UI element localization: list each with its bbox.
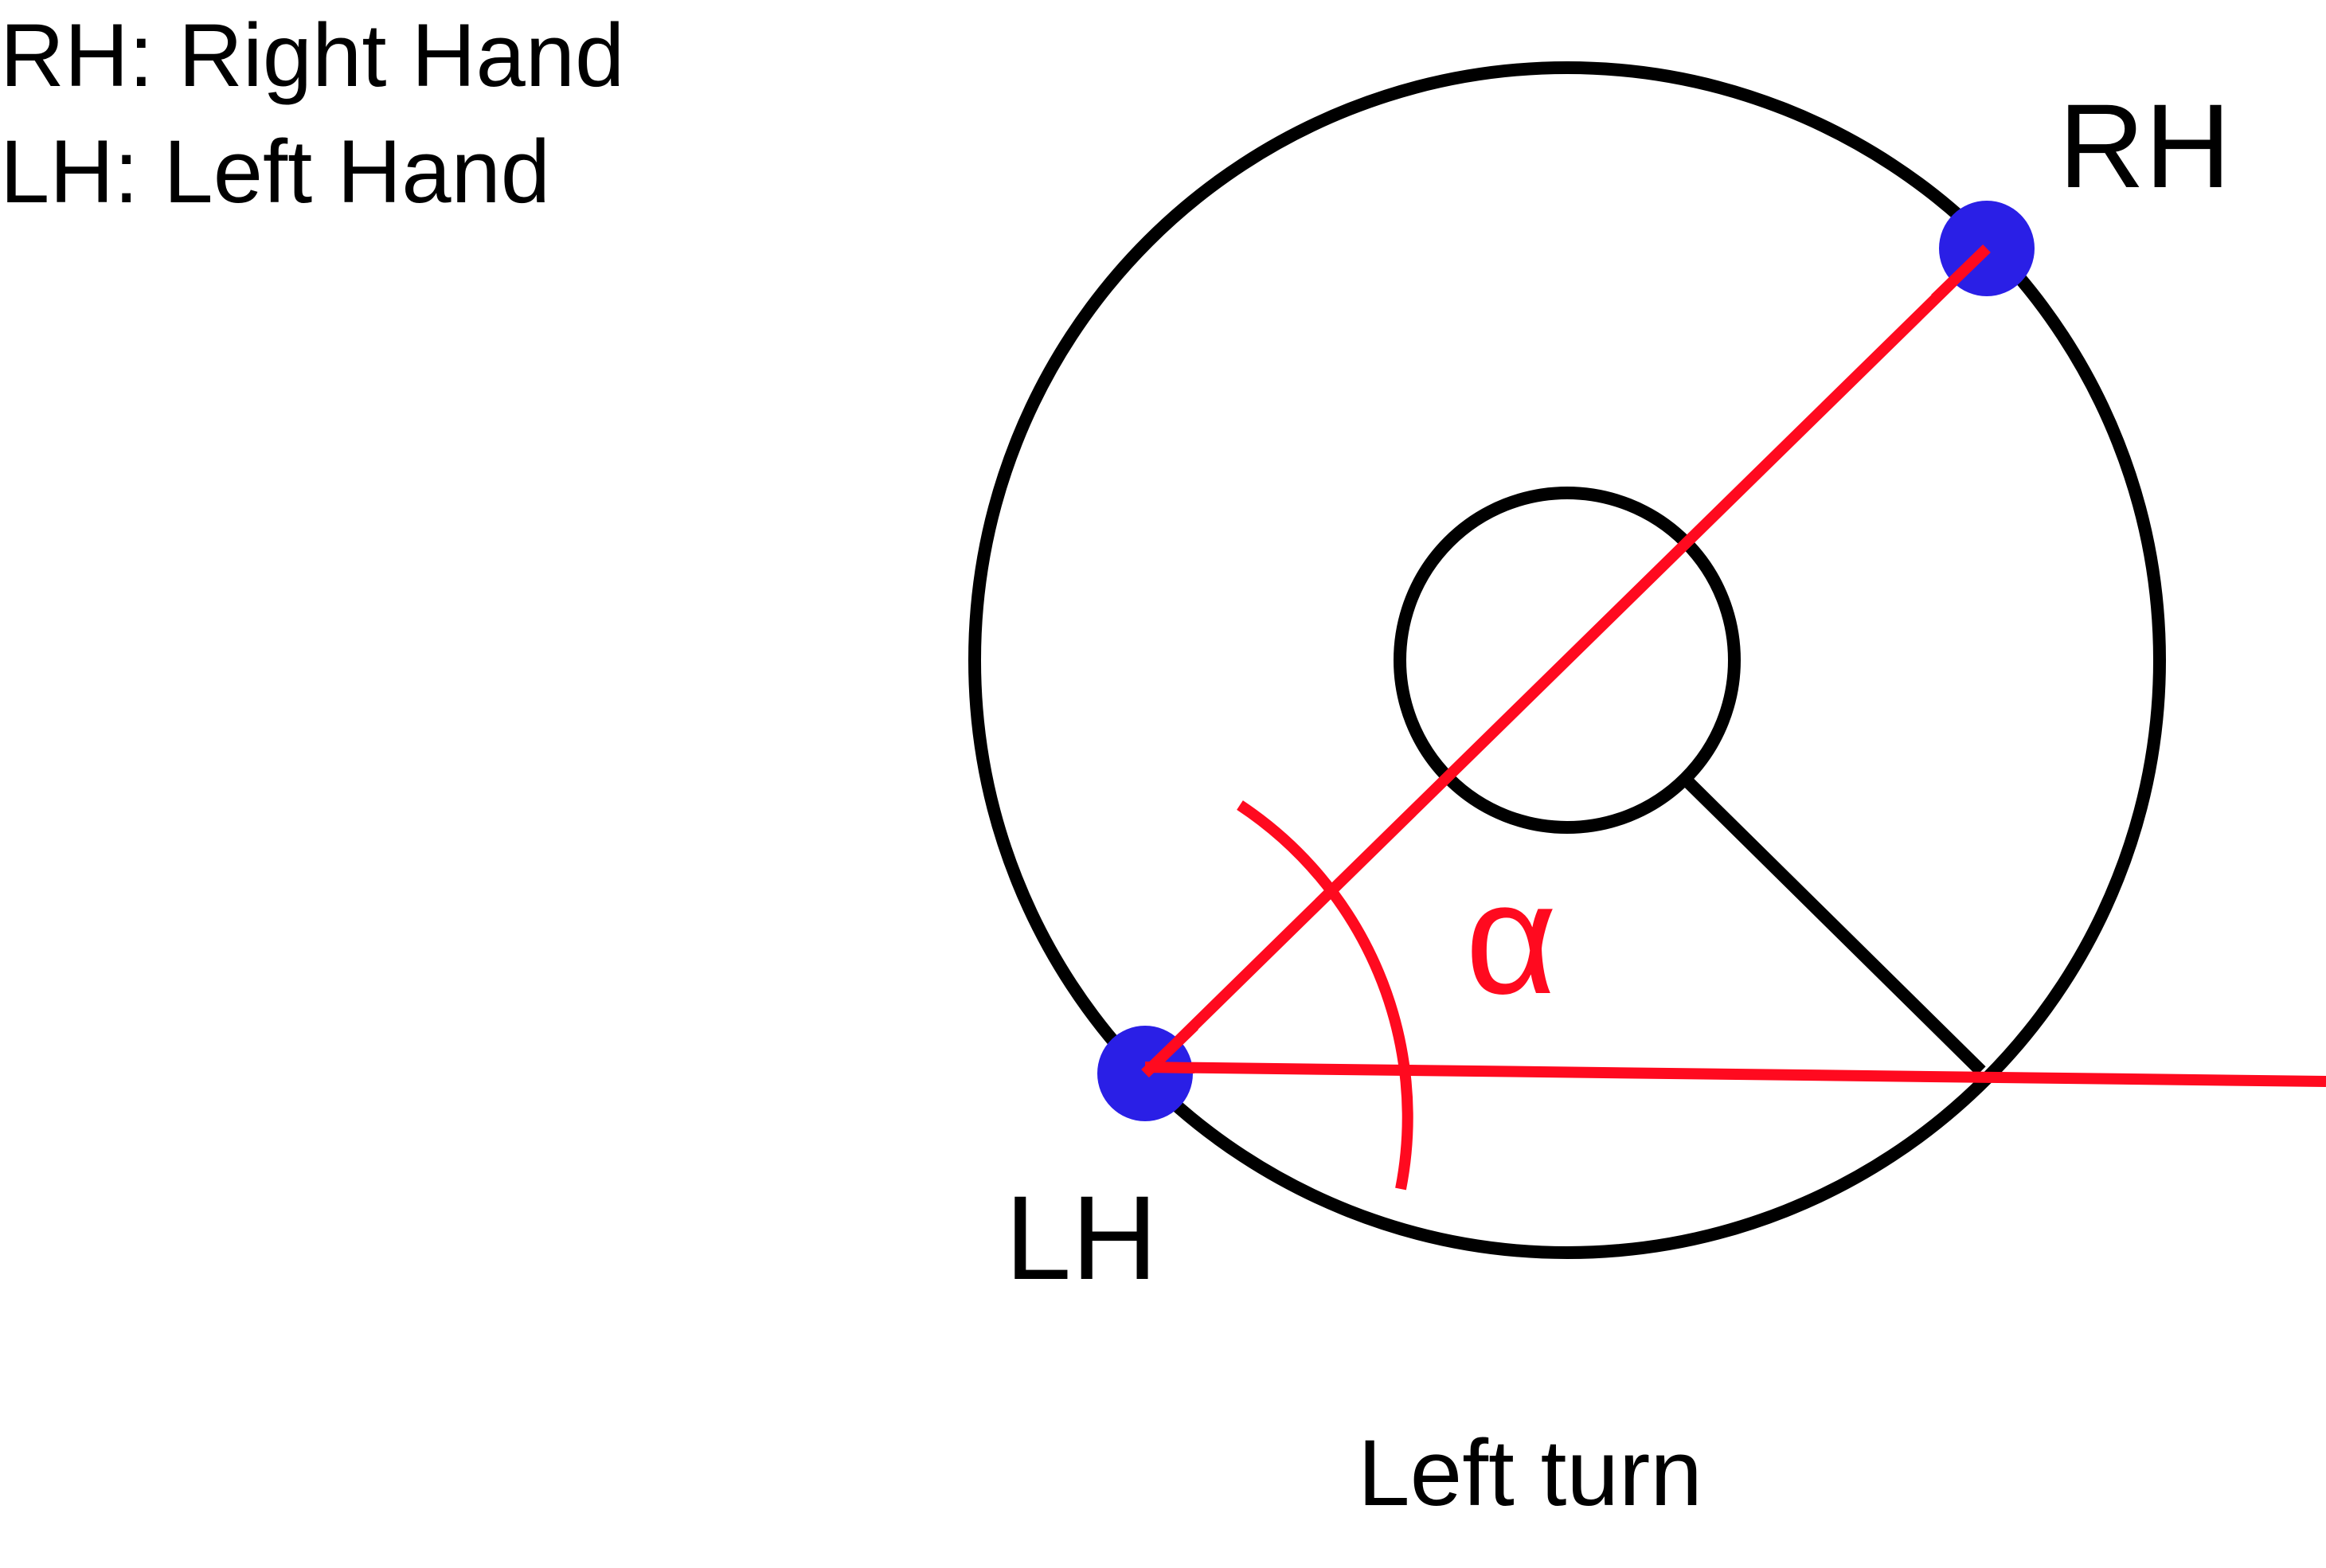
inner-hub — [1394, 487, 1741, 834]
wheel-spoke — [1682, 776, 1986, 1076]
legend-left-hand: LH: Left Hand — [0, 122, 550, 221]
reference-line — [1144, 1062, 2326, 1087]
lh-label: LH — [1005, 1171, 1158, 1304]
rh-label: RH — [2058, 79, 2231, 213]
hands-connecting-line — [1141, 244, 1991, 1077]
alpha-label: α — [1465, 850, 1558, 1027]
angle-arc — [1237, 800, 1413, 1191]
outer-wheel-rim — [968, 61, 2166, 1259]
caption: Left turn — [1358, 1421, 1702, 1526]
legend-right-hand: RH: Right Hand — [0, 6, 624, 105]
lh-line-overlay-b — [1144, 1062, 1195, 1073]
hands-connecting-line-overlay — [1931, 244, 1991, 303]
